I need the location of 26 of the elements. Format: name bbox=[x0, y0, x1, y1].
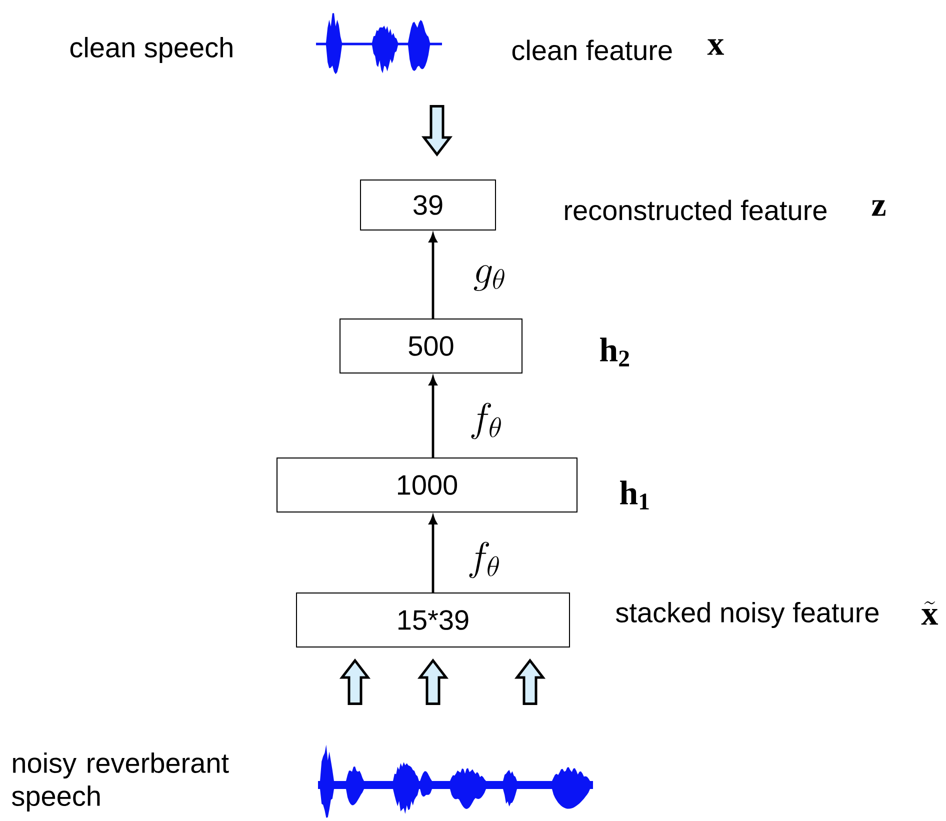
layer-box: 1000 bbox=[276, 458, 578, 512]
layer-box: 15*39 bbox=[296, 592, 570, 648]
picture bbox=[316, 13, 442, 74]
edge-label: $g_{\theta}$ bbox=[472, 264, 507, 292]
arrow bbox=[429, 516, 437, 592]
layer-box: 39 bbox=[360, 180, 496, 230]
symbol-label: $\mathbf{h}_{\mathbf{1}}$ bbox=[620, 480, 649, 510]
block-arrow bbox=[417, 658, 449, 706]
caption-label: stacked noisy feature bbox=[616, 602, 878, 628]
arrow bbox=[429, 376, 437, 458]
block-arrow bbox=[339, 658, 371, 706]
edge-label: $f_{\theta}$ bbox=[468, 402, 504, 440]
caption-label: noisy reverberant speech bbox=[12, 752, 229, 812]
picture bbox=[318, 744, 593, 818]
arrow bbox=[429, 234, 437, 318]
symbol-label: $\mathbf{x}$ bbox=[707, 39, 724, 55]
symbol-label: $\tilde{\mathbf{x}}$ bbox=[921, 601, 938, 625]
symbol-label: $\mathbf{h}_{\mathbf{2}}$ bbox=[600, 338, 629, 366]
layer-box: 500 bbox=[340, 318, 522, 374]
edge-label: $f_{\theta}$ bbox=[466, 541, 502, 579]
caption-label: clean speech bbox=[70, 36, 232, 64]
caption-label: reconstructed feature bbox=[565, 200, 826, 220]
block-arrow bbox=[514, 658, 546, 706]
symbol-label: $\mathbf{z}$ bbox=[872, 200, 886, 216]
caption-label: clean feature bbox=[512, 40, 672, 60]
block-arrow bbox=[421, 104, 453, 157]
